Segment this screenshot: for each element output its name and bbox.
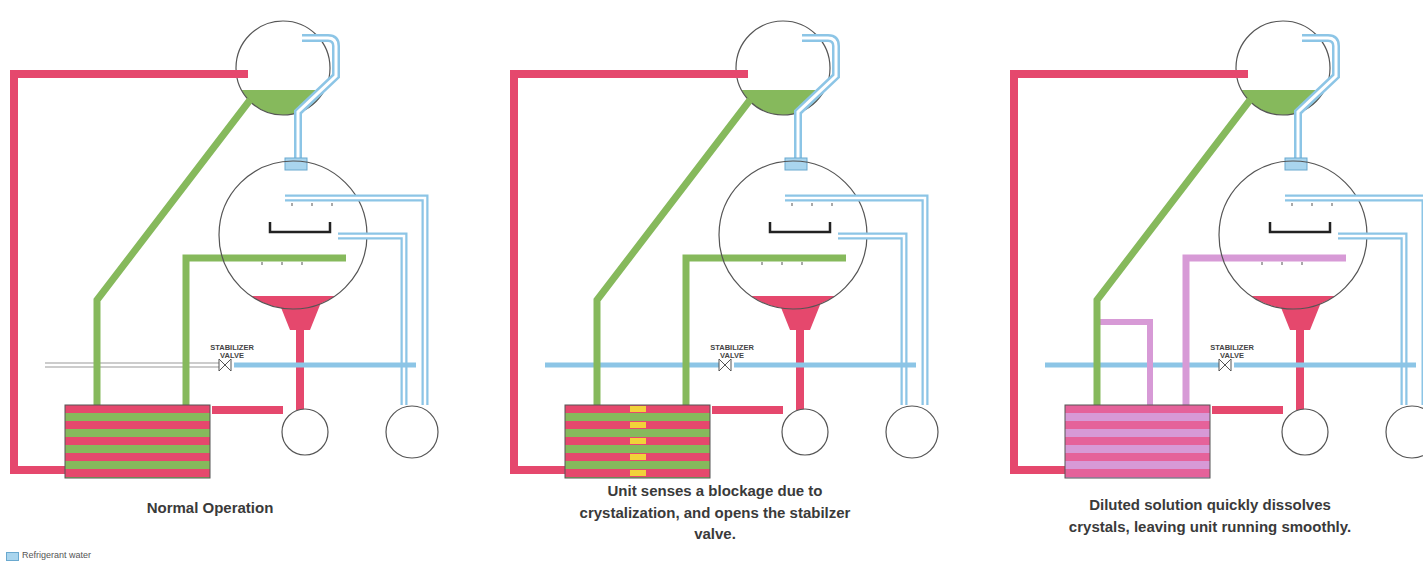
- panel-caption: Diluted solution quickly dissolves cryst…: [1060, 494, 1360, 538]
- valve-label: STABILIZER VALVE: [705, 344, 759, 361]
- panel-caption: Unit senses a blockage due to crystaliza…: [575, 480, 855, 545]
- valve-label: STABILIZER VALVE: [205, 344, 259, 361]
- legend-text: Refrigerant water: [22, 550, 91, 560]
- valve-label: STABILIZER VALVE: [1205, 344, 1259, 361]
- panel-caption: Normal Operation: [90, 497, 330, 519]
- legend-swatch: [6, 552, 19, 561]
